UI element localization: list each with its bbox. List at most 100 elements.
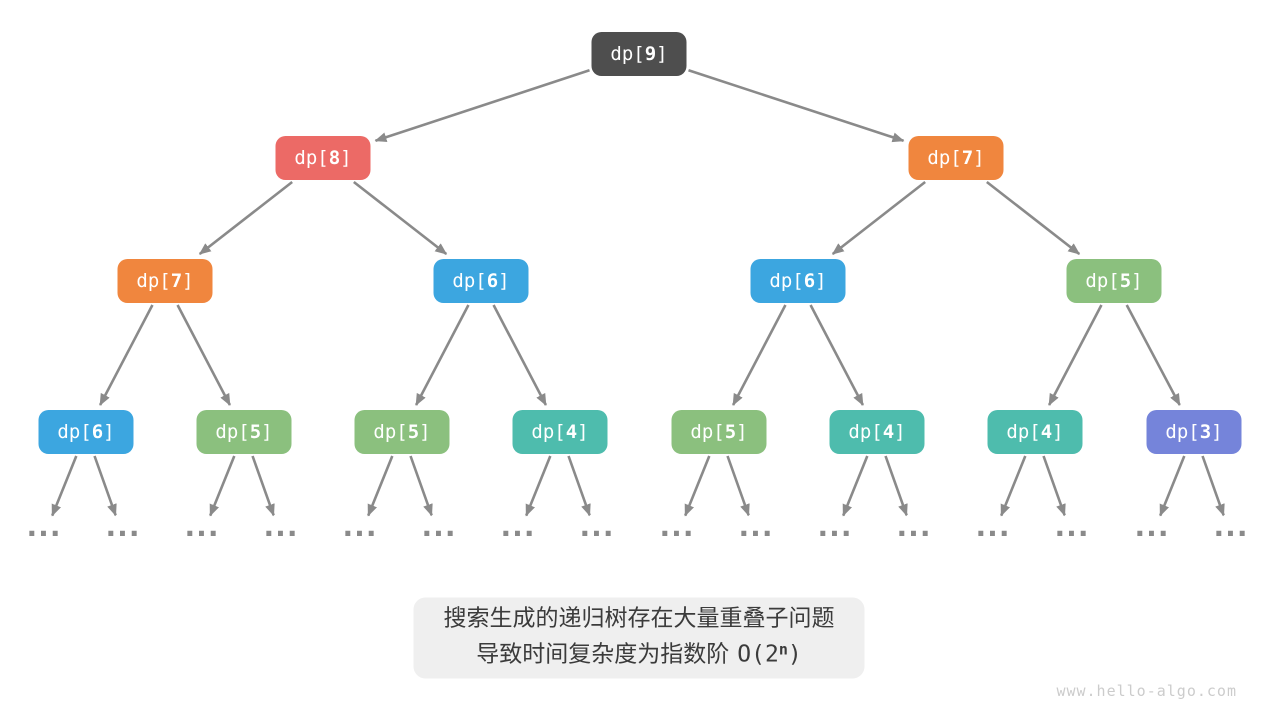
tree-node-dp-4: dp[4] xyxy=(829,410,925,454)
tree-node-dp-6: dp[6] xyxy=(38,410,134,454)
tree-edge-arrow xyxy=(1047,304,1103,406)
node-label: dp[ xyxy=(1006,421,1041,443)
tree-edge-arrow xyxy=(367,455,394,517)
tree-edge-arrow xyxy=(353,180,448,256)
ellipsis: ... xyxy=(105,509,141,543)
node-label: 5 xyxy=(407,421,420,443)
complexity-formula: O(2n) xyxy=(737,640,802,668)
tree-edge-arrow xyxy=(1125,304,1181,406)
tree-edge-arrow xyxy=(374,69,590,143)
tree-node-dp-7: dp[7] xyxy=(908,136,1004,180)
tree-edge-arrow xyxy=(251,455,275,517)
tree-edge-arrow xyxy=(1000,455,1027,517)
node-label: 5 xyxy=(724,421,737,443)
ellipsis: ... xyxy=(421,509,457,543)
tree-edge-arrow xyxy=(198,180,293,256)
node-label: ] xyxy=(419,421,431,443)
tree-edge-arrow xyxy=(726,455,750,517)
node-label: 3 xyxy=(1199,421,1212,443)
tree-node-dp-5: dp[5] xyxy=(671,410,767,454)
ellipsis: ... xyxy=(342,509,378,543)
node-label: dp[ xyxy=(769,270,804,292)
tree-edge-arrow xyxy=(809,304,865,406)
tree-node-dp-6: dp[6] xyxy=(433,259,529,303)
node-label: 4 xyxy=(882,421,895,443)
node-label: ] xyxy=(1211,421,1223,443)
node-label: ] xyxy=(973,147,985,169)
node-label: 7 xyxy=(961,147,974,169)
ellipsis: ... xyxy=(579,509,615,543)
node-label: 5 xyxy=(1119,270,1132,292)
tree-edge-arrow xyxy=(1159,455,1186,517)
tree-node-dp-3: dp[3] xyxy=(1146,410,1242,454)
tree-edge-arrow xyxy=(884,455,908,517)
node-label: ] xyxy=(1131,270,1143,292)
formula-exponent: n xyxy=(778,640,788,659)
tree-edge-arrow xyxy=(842,455,869,517)
node-label: ] xyxy=(340,147,352,169)
caption-box: 搜索生成的递归树存在大量重叠子问题 导致时间复杂度为指数阶 O(2n) xyxy=(413,597,865,679)
tree-edge-arrow xyxy=(688,69,905,143)
tree-edge-arrow xyxy=(51,455,78,517)
node-label: ] xyxy=(577,421,589,443)
ellipsis: ... xyxy=(1134,509,1170,543)
node-label: ] xyxy=(182,270,194,292)
tree-edge-arrow xyxy=(93,455,117,517)
tree-node-dp-7: dp[7] xyxy=(117,259,213,303)
node-label: 4 xyxy=(1040,421,1053,443)
caption-line-1: 搜索生成的递归树存在大量重叠子问题 xyxy=(443,605,835,632)
tree-node-dp-4: dp[4] xyxy=(512,410,608,454)
formula-pre: O(2 xyxy=(737,641,779,668)
tree-edge-arrow xyxy=(986,180,1081,256)
node-label: ] xyxy=(261,421,273,443)
node-label: dp[ xyxy=(927,147,962,169)
node-label: ] xyxy=(1052,421,1064,443)
node-label: ] xyxy=(815,270,827,292)
node-label: ] xyxy=(656,43,668,65)
node-label: dp[ xyxy=(848,421,883,443)
ellipsis: ... xyxy=(1054,509,1090,543)
tree-node-dp-4: dp[4] xyxy=(987,410,1083,454)
node-label: ] xyxy=(736,421,748,443)
node-label: 6 xyxy=(486,270,499,292)
ellipsis: ... xyxy=(1213,509,1249,543)
ellipsis: ... xyxy=(659,509,695,543)
tree-node-dp-5: dp[5] xyxy=(196,410,292,454)
node-label: 9 xyxy=(644,43,657,65)
node-label: dp[ xyxy=(690,421,725,443)
node-label: dp[ xyxy=(610,43,645,65)
node-label: dp[ xyxy=(215,421,250,443)
tree-edge-arrow xyxy=(684,455,711,517)
tree-edge-arrow xyxy=(409,455,433,517)
node-label: ] xyxy=(894,421,906,443)
ellipsis: ... xyxy=(975,509,1011,543)
watermark: www.hello-algo.com xyxy=(1056,682,1237,700)
node-label: dp[ xyxy=(57,421,92,443)
node-label: 6 xyxy=(91,421,104,443)
node-label: dp[ xyxy=(1165,421,1200,443)
ellipsis: ... xyxy=(738,509,774,543)
tree-edge-arrow xyxy=(1201,455,1225,517)
node-label: dp[ xyxy=(136,270,171,292)
ellipsis: ... xyxy=(184,509,220,543)
tree-edge-arrow xyxy=(731,304,787,406)
ellipsis: ... xyxy=(263,509,299,543)
tree-node-dp-5: dp[5] xyxy=(354,410,450,454)
node-label: 4 xyxy=(565,421,578,443)
node-label: dp[ xyxy=(452,270,487,292)
node-label: dp[ xyxy=(1085,270,1120,292)
tree-edge-arrow xyxy=(98,304,154,406)
caption-line-2-text: 导致时间复杂度为指数阶 xyxy=(476,641,730,668)
tree-edge-arrow xyxy=(567,455,591,517)
tree-node-dp-5: dp[5] xyxy=(1066,259,1162,303)
tree-edge-arrow xyxy=(525,455,552,517)
tree-node-dp-6: dp[6] xyxy=(750,259,846,303)
tree-edge-arrow xyxy=(831,180,926,256)
node-label: 5 xyxy=(249,421,262,443)
formula-post: ) xyxy=(787,641,802,668)
ellipsis: ... xyxy=(26,509,62,543)
tree-node-dp-9: dp[9] xyxy=(591,32,687,76)
node-label: 7 xyxy=(170,270,183,292)
